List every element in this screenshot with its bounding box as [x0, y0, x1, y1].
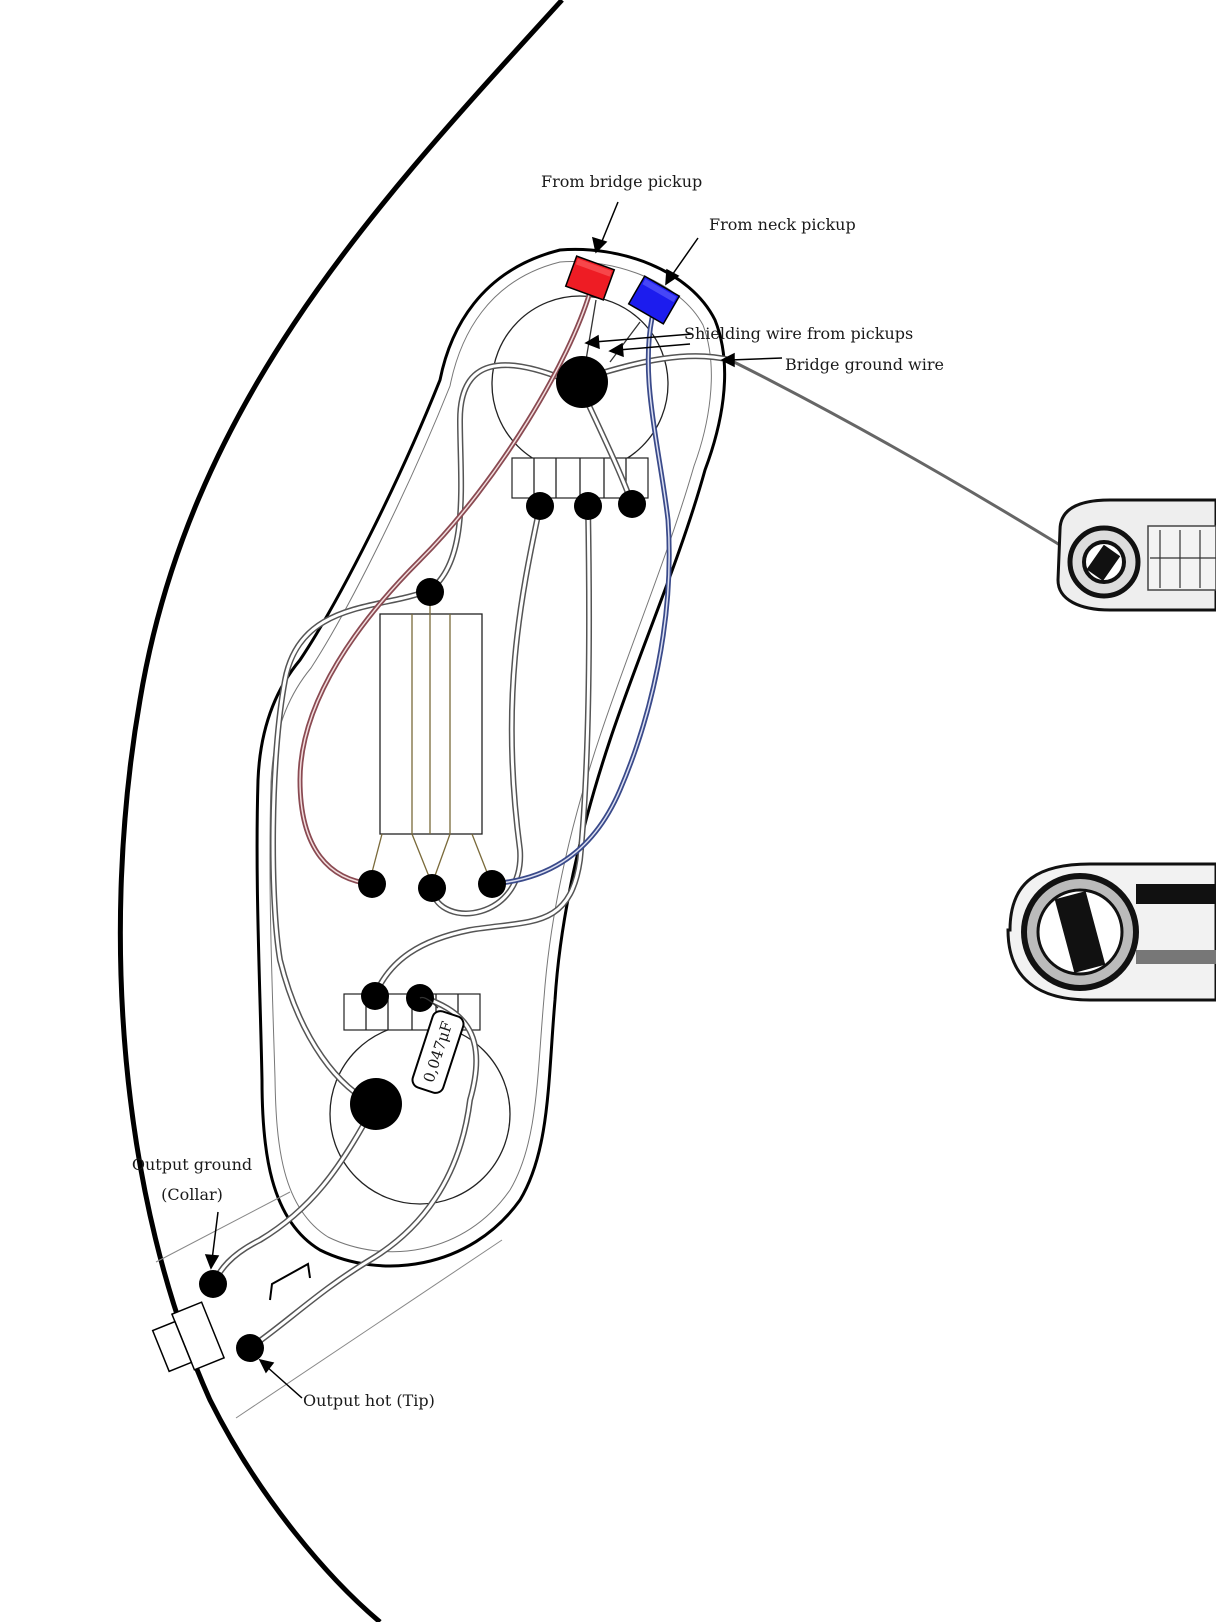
- bridge-ground-wire: [729, 358, 1061, 547]
- output-jack: [151, 1191, 503, 1419]
- cavity-inner-line: [269, 261, 712, 1253]
- output-ground-label: Output ground: [132, 1155, 252, 1174]
- switch-lug-ground: [418, 874, 446, 902]
- volume-lug-1: [526, 492, 554, 520]
- bridge-pickup-connector: [564, 255, 616, 301]
- volume-lug-3: [618, 490, 646, 518]
- switch-lug-neck: [478, 870, 506, 898]
- label-arrows: [204, 201, 783, 1399]
- control-cavity-outline: [255, 247, 727, 1268]
- output-ground-collar-label: (Collar): [161, 1185, 223, 1204]
- output-hot-solder: [236, 1334, 264, 1362]
- guitar-body-outline: [117, 0, 564, 1622]
- switch-common-lug: [416, 578, 444, 606]
- volume-pot-ground-solder: [556, 356, 608, 408]
- ground-wires: [210, 353, 733, 1351]
- bridge-pickup-label: From bridge pickup: [541, 172, 702, 191]
- pickup-selector-switch: [379, 613, 483, 835]
- output-hot-label: Output hot (Tip): [303, 1391, 435, 1410]
- shielding-wire-label: Shielding wire from pickups: [684, 324, 913, 343]
- bridge-saddle-lower: [1006, 862, 1216, 1002]
- switch-lug-bridge: [358, 870, 386, 898]
- output-ground-solder: [199, 1270, 227, 1298]
- shielding-wire: [585, 299, 597, 361]
- neck-pickup-connector: [627, 275, 681, 325]
- bridge-saddle-upper: [1056, 498, 1216, 612]
- tone-lug-1: [361, 982, 389, 1010]
- tone-pot-ground-solder: [350, 1078, 402, 1130]
- bridge-ground-wire-label: Bridge ground wire: [785, 355, 944, 374]
- volume-lug-2: [574, 492, 602, 520]
- neck-pickup-label: From neck pickup: [709, 215, 856, 234]
